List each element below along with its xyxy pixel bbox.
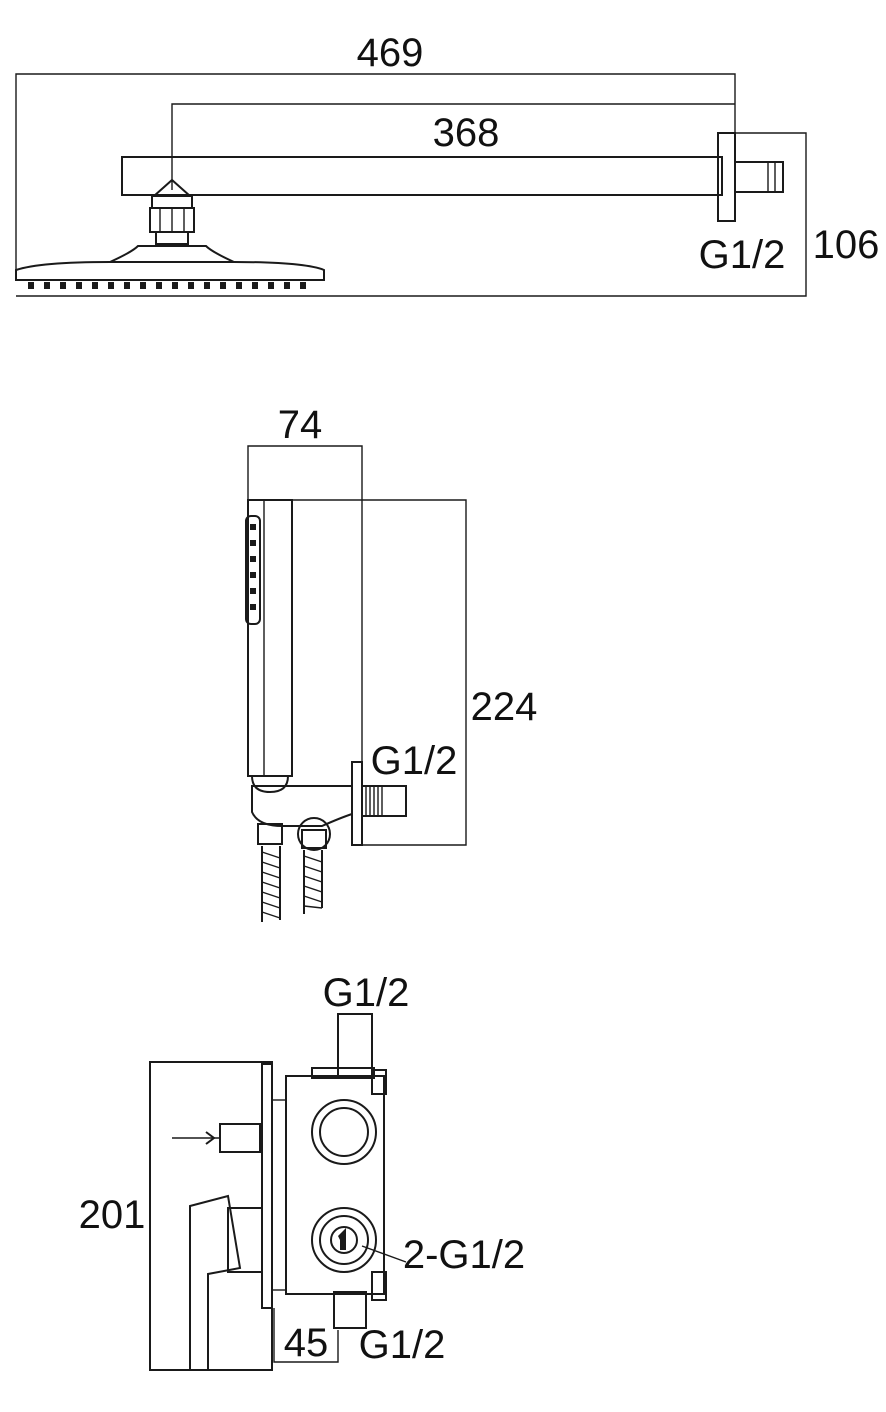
top-thread-label: G1/2 [323,971,410,1015]
diverter-cartridge [311,1099,377,1165]
plate-edge [261,1063,273,1309]
outlet-thread [361,785,407,817]
knob-rod [219,1123,261,1153]
lever-handle [189,1194,242,1371]
hose-nut-right [297,817,331,851]
outlet-thread-label: G1/2 [371,739,458,783]
outlets-thread-label: 2-G1/2 [403,1233,525,1277]
dim-line-74 [247,445,363,845]
hand-shower-handle-end [251,775,289,794]
dim-469-label: 469 [357,31,424,75]
dim-201-label: 201 [79,1193,146,1237]
top-inlet [337,1013,373,1077]
dim-line-106 [16,132,807,297]
wall-flange [717,132,736,222]
wall-connector [734,161,784,193]
hose-right [303,850,323,914]
dim-224-label: 224 [471,685,538,729]
shower-nozzles [28,282,306,289]
shower-arm [121,156,723,196]
bottom-thread-label: G1/2 [359,1323,446,1367]
hand-shower-body [247,499,293,777]
hand-shower-spray-face [245,515,261,625]
bottom-outlet [333,1291,367,1329]
thread-hatch [365,786,383,816]
spray-nozzles [250,524,256,610]
dim-368-label: 368 [433,111,500,155]
arm-thread-label: G1/2 [699,233,786,277]
dim-74-label: 74 [278,403,323,447]
lever-base [227,1207,263,1273]
mixer-tab-bottom [371,1271,387,1301]
shower-head-drawing: 469 368 106 G1/2 [15,31,880,297]
dim-106-label: 106 [813,223,880,267]
mixing-cartridge [311,1207,377,1273]
dim-line-368 [171,103,735,190]
hose-nut-left [257,823,283,845]
dim-45-label: 45 [284,1321,329,1365]
wall-holder [251,785,353,827]
wall-plate [149,1061,273,1371]
shower-head-plate [15,261,325,281]
hand-shower-drawing: 74 224 G1/2 [245,403,538,922]
outlet-flange [351,761,363,846]
mixer-tab-top [371,1069,387,1095]
mixer-drawing: G1/2 201 2-G1/2 45 G1/2 [79,971,525,1371]
outlet-leader [361,1245,407,1263]
dim-line-224 [292,499,467,846]
dim-line-45 [273,1308,339,1363]
shower-head-dome [109,245,235,263]
